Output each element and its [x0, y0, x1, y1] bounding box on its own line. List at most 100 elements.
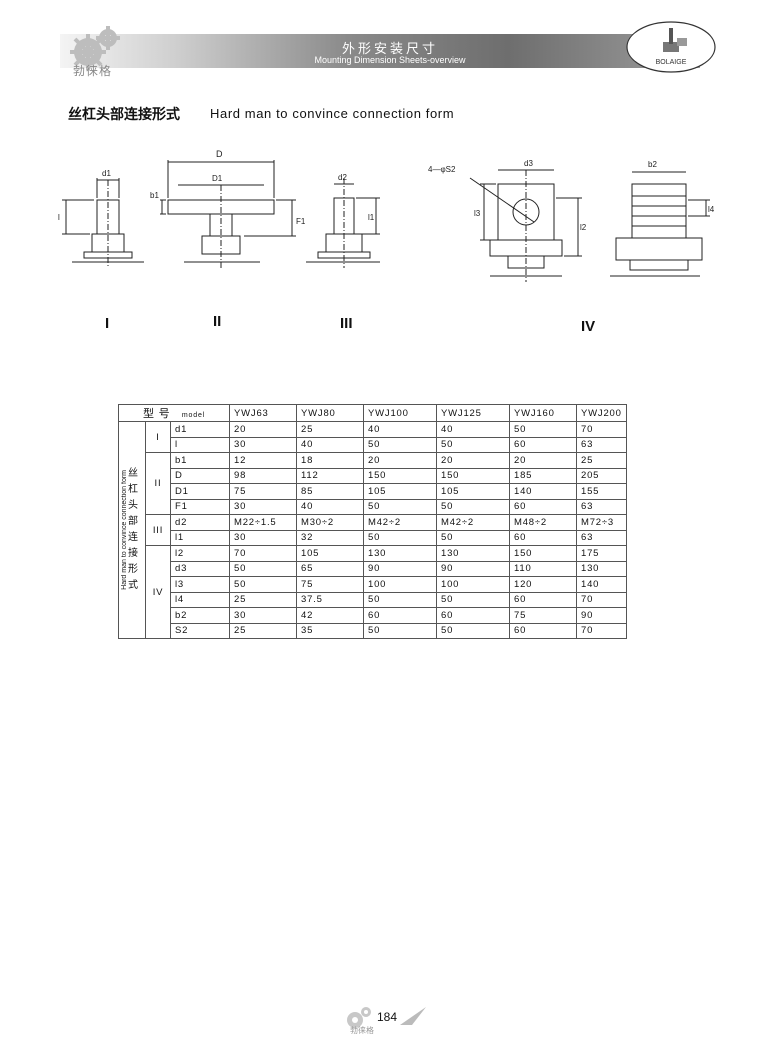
group-label: II: [145, 452, 171, 515]
param-value: 50: [436, 529, 510, 546]
side-label-char: 形: [128, 564, 139, 575]
form-label-2: II: [213, 313, 222, 330]
model-col-header: YWJ100: [363, 404, 437, 422]
param-value: 185: [509, 467, 577, 484]
label-d3: d3: [524, 159, 533, 168]
group-label: IV: [145, 545, 171, 639]
param-value: 70: [576, 421, 627, 438]
page-subtitle: Mounting Dimension Sheets-overview: [314, 55, 466, 65]
side-label-char: 丝: [128, 468, 139, 479]
param-value: M22÷1.5: [229, 514, 297, 531]
side-label-cn: 丝杠头部连接形式: [128, 466, 139, 594]
drawing-form-4-front: 4—φS2 d3 l3 l2: [428, 159, 587, 282]
param-value: 32: [296, 529, 364, 546]
param-value: 50: [436, 591, 510, 608]
param-value: 50: [436, 622, 510, 639]
label-D: D: [216, 149, 223, 159]
param-value: 20: [509, 452, 577, 469]
param-value: 35: [296, 622, 364, 639]
param-value: 25: [576, 452, 627, 469]
param-value: 30: [229, 607, 297, 624]
page-title: 外形安装尺寸: [341, 42, 438, 57]
section-subtitle: Hard man to convince connection form: [210, 106, 455, 121]
param-value: 105: [296, 545, 364, 562]
param-value: 70: [576, 591, 627, 608]
param-value: 50: [363, 622, 437, 639]
form-label-1: I: [105, 315, 110, 332]
param-value: 105: [436, 483, 510, 500]
form-label-4: IV: [581, 318, 596, 335]
model-header-cn: 型 号: [143, 408, 171, 420]
gear-logo-icon: [70, 26, 120, 70]
param-value: 30: [229, 529, 297, 546]
param-value: 140: [576, 576, 627, 593]
param-value: 130: [436, 545, 510, 562]
connection-drawings: d1 l D D1 b1 F1 d2 l1: [58, 149, 715, 282]
brand-badge-icon: BOLAIGE: [626, 21, 716, 73]
label-b2: b2: [648, 160, 657, 169]
param-value: 37.5: [296, 591, 364, 608]
model-col-header: YWJ63: [229, 404, 297, 422]
param-name: F1: [170, 498, 230, 515]
side-label-char: 头: [128, 500, 139, 511]
param-name: d2: [170, 514, 230, 531]
param-name: D1: [170, 483, 230, 500]
param-value: 90: [363, 560, 437, 577]
side-label-char: 式: [128, 580, 139, 591]
section-title: 丝杠头部连接形式: [68, 107, 180, 123]
label-F1: F1: [296, 217, 306, 226]
param-value: M48÷2: [509, 514, 577, 531]
param-value: 90: [436, 560, 510, 577]
param-value: 40: [363, 421, 437, 438]
form-label-3: III: [340, 315, 353, 332]
param-value: 50: [229, 560, 297, 577]
param-value: 20: [436, 452, 510, 469]
group-label: I: [145, 421, 171, 453]
param-value: 70: [576, 622, 627, 639]
brand-name: 勃徕格: [73, 64, 113, 78]
label-l: l: [58, 213, 60, 222]
param-value: 112: [296, 467, 364, 484]
model-col-header: YWJ80: [296, 404, 364, 422]
param-value: 50: [363, 529, 437, 546]
drawing-form-1: d1 l: [58, 169, 144, 268]
param-value: 20: [363, 452, 437, 469]
brand-badge-text: BOLAIGE: [656, 59, 687, 66]
label-l3: l3: [474, 209, 481, 218]
label-d2: d2: [338, 173, 347, 182]
param-value: 60: [436, 607, 510, 624]
param-value: 60: [509, 591, 577, 608]
param-value: 205: [576, 467, 627, 484]
param-value: 20: [229, 421, 297, 438]
param-value: 50: [363, 591, 437, 608]
drawing-form-4-side: b2 l4: [610, 160, 715, 277]
param-value: M30÷2: [296, 514, 364, 531]
param-value: M72÷3: [576, 514, 627, 531]
param-value: 50: [363, 498, 437, 515]
footer-arrow-icon: [400, 1007, 426, 1025]
param-value: 130: [576, 560, 627, 577]
param-value: 63: [576, 436, 627, 453]
param-name: l4: [170, 591, 230, 608]
param-value: 75: [296, 576, 364, 593]
param-value: 75: [509, 607, 577, 624]
param-value: 155: [576, 483, 627, 500]
model-col-header: YWJ200: [576, 404, 627, 422]
param-value: 25: [229, 622, 297, 639]
param-value: 60: [363, 607, 437, 624]
page-number: 184: [377, 1010, 398, 1024]
param-value: 40: [296, 436, 364, 453]
param-value: 98: [229, 467, 297, 484]
side-label-char: 连: [128, 532, 139, 543]
model-col-header: YWJ125: [436, 404, 510, 422]
param-value: 175: [576, 545, 627, 562]
side-label-char: 部: [128, 516, 139, 527]
